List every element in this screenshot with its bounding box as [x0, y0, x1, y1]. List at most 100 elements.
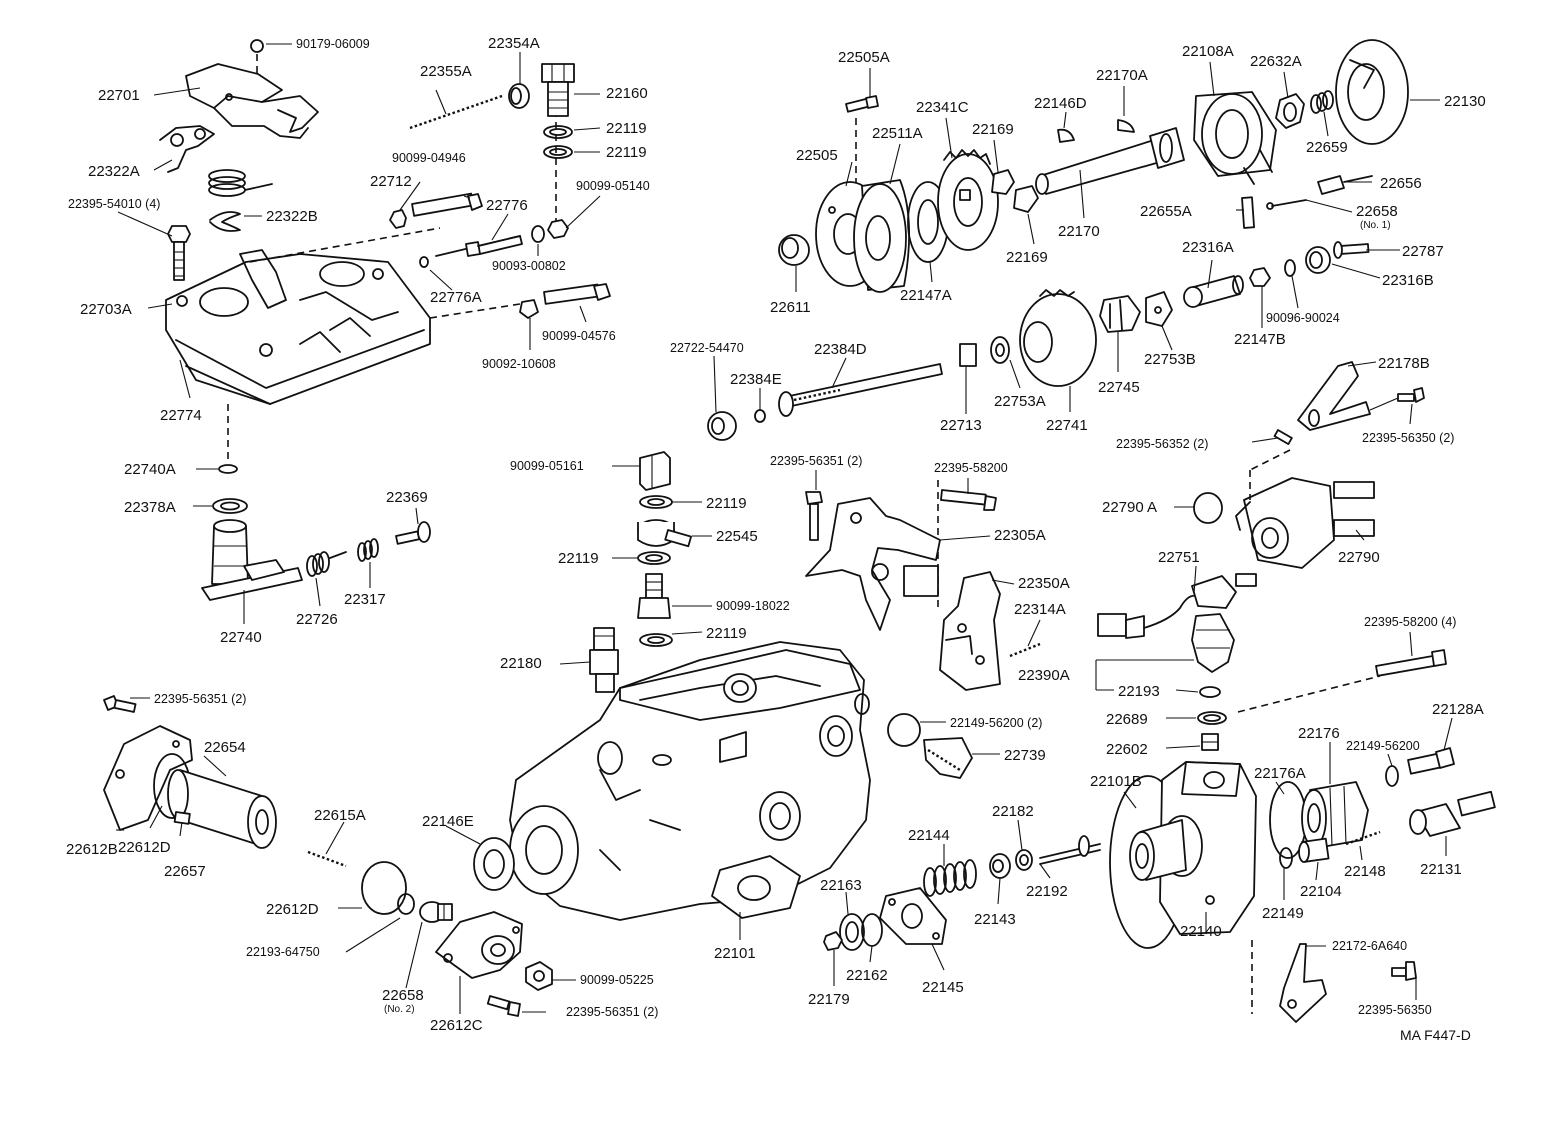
- label-22384D: 22384D: [814, 341, 867, 358]
- label-22354A: 22354A: [488, 35, 540, 52]
- part-22395-58200-bolt-mid: [940, 489, 997, 511]
- part-22658-no2-plug: [419, 901, 453, 923]
- leader-lines: [116, 43, 1453, 1014]
- label-22143: 22143: [974, 911, 1016, 928]
- label-22119-a: 22119: [606, 120, 647, 137]
- label-22602: 22602: [1106, 741, 1148, 758]
- label-22369: 22369: [386, 489, 428, 506]
- part-22147B-nut: [1249, 267, 1271, 287]
- part-22395-56351-screw-left: [103, 695, 137, 713]
- part-22146D-key: [1057, 128, 1075, 143]
- label-22163: 22163: [820, 877, 862, 894]
- part-22314A-spring: [1009, 642, 1041, 658]
- part-22751-connector: [1097, 594, 1197, 639]
- label-22689: 22689: [1106, 711, 1148, 728]
- label-22145: 22145: [922, 979, 964, 996]
- label-22774: 22774: [160, 407, 202, 424]
- label-22149: 22149: [1262, 905, 1304, 922]
- part-22170A-key: [1117, 119, 1135, 133]
- label-22395-58200: 22395-58200: [934, 461, 1008, 475]
- label-22703A: 22703A: [80, 301, 132, 318]
- part-22776A-ring: [419, 256, 429, 268]
- part-22545-banjo: [637, 519, 692, 548]
- label-22505A: 22505A: [838, 49, 890, 66]
- part-22703A-governor-cover: [165, 249, 431, 405]
- part-22119-washers-top: [543, 125, 573, 159]
- part-22740-solenoid: [201, 519, 303, 601]
- label-22395-58200-4: 22395-58200 (4): [1364, 615, 1456, 629]
- part-22722-54470-bushing: [707, 411, 737, 441]
- label-22378A: 22378A: [124, 499, 176, 516]
- label-22384E: 22384E: [730, 371, 782, 388]
- part-22395-56350-screw-top: [1397, 387, 1425, 403]
- label-22657: 22657: [164, 863, 206, 880]
- label-22146E: 22146E: [422, 813, 474, 830]
- part-22369-screw: [395, 521, 431, 545]
- label-22169-b: 22169: [1006, 249, 1048, 266]
- part-22119-washer-e: [639, 633, 673, 647]
- part-22739-bolt: [923, 737, 973, 779]
- label-22787: 22787: [1402, 243, 1444, 260]
- label-22612C: 22612C: [430, 1017, 483, 1034]
- label-22119-b: 22119: [606, 144, 647, 161]
- label-22395-56351-b: 22395-56351 (2): [154, 692, 246, 706]
- label-22395-56352: 22395-56352 (2): [1116, 437, 1208, 451]
- part-22170-drive-shaft: [1035, 127, 1185, 195]
- label-22176A: 22176A: [1254, 765, 1306, 782]
- part-22701-bracket: [185, 39, 319, 139]
- part-22395-56352-screw: [1273, 429, 1293, 445]
- label-22395-56350-2: 22395-56350 (2): [1362, 431, 1454, 445]
- part-22745-weights: [1099, 295, 1141, 333]
- label-22751: 22751: [1158, 549, 1200, 566]
- part-22741-timer-ring: [1019, 289, 1097, 387]
- part-22753B-plate: [1145, 291, 1173, 327]
- label-22740: 22740: [220, 629, 262, 646]
- part-22390A-valve: [1191, 613, 1235, 673]
- part-22790A-ring: [1193, 492, 1223, 524]
- part-22712-nut-bolt: [389, 192, 483, 229]
- label-22658-no1-note: (No. 1): [1360, 220, 1391, 231]
- label-90179-06009: 90179-06009: [296, 37, 370, 51]
- label-90099-05140: 90099-05140: [576, 179, 650, 193]
- label-90096-90024: 90096-90024: [1266, 311, 1340, 325]
- part-22654-timer-piston: [167, 769, 277, 849]
- label-22656: 22656: [1380, 175, 1422, 192]
- part-22193-64750-ring: [397, 893, 415, 915]
- part-22751-sensor-head: [1191, 573, 1257, 609]
- label-22511A: 22511A: [872, 125, 923, 142]
- label-22612D-b: 22612D: [266, 901, 319, 918]
- label-22130: 22130: [1444, 93, 1486, 110]
- part-22612C-cover: [435, 911, 523, 979]
- label-22316B: 22316B: [1382, 272, 1434, 289]
- label-22140: 22140: [1180, 923, 1222, 940]
- part-22659-spring: [1310, 90, 1334, 114]
- guide-line-cover-right: [429, 303, 521, 319]
- label-90093-00802: 90093-00802: [492, 259, 566, 273]
- part-22655A-pin: [1241, 196, 1255, 229]
- label-22169-a: 22169: [972, 121, 1014, 138]
- label-22659: 22659: [1306, 139, 1348, 156]
- label-22739: 22739: [1004, 747, 1046, 764]
- label-22395-54010: 22395-54010 (4): [68, 197, 160, 211]
- part-22104-fitting: [1298, 837, 1330, 863]
- label-90099-18022: 90099-18022: [716, 599, 790, 613]
- guide-line-lever: [1249, 449, 1291, 471]
- label-22149-56200: 22149-56200: [1346, 739, 1420, 753]
- label-22658-no1: 22658: [1356, 203, 1398, 220]
- part-22148-spring: [1345, 830, 1381, 846]
- label-22119-d: 22119: [558, 550, 599, 567]
- part-22149-ring: [1279, 847, 1293, 869]
- part-22322A-spring: [208, 169, 273, 197]
- part-drawings: [103, 39, 1496, 1023]
- part-22511A-hub: [853, 179, 911, 293]
- part-22787-bolt: [1333, 241, 1370, 259]
- part-22149-56200-2-ring: [887, 713, 921, 747]
- label-22192: 22192: [1026, 883, 1068, 900]
- label-22776A: 22776A: [430, 289, 482, 306]
- part-22146E-seal: [473, 837, 515, 891]
- part-22790-valve: [1235, 477, 1375, 569]
- part-22384E-ring: [754, 409, 766, 423]
- label-22713: 22713: [940, 417, 982, 434]
- label-90099-05225: 90099-05225: [580, 973, 654, 987]
